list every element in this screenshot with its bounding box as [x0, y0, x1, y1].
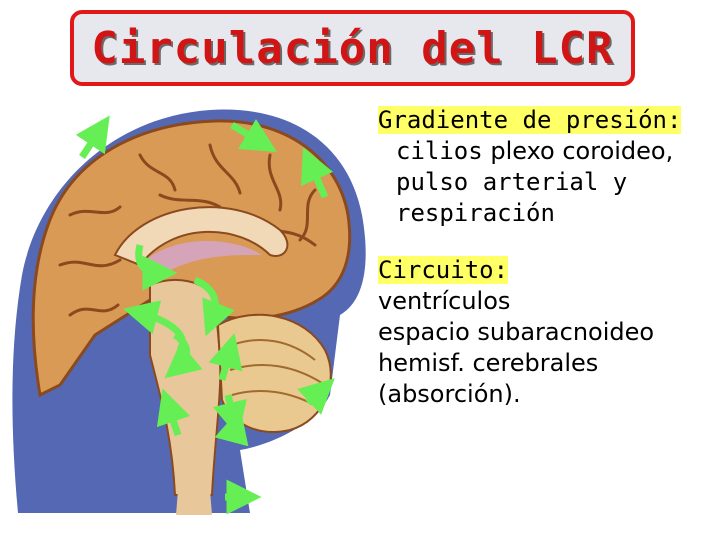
text-panel: Gradiente de presión: cilios plexo coroi… — [378, 105, 718, 410]
circuit-item: espacio subaracnoideo — [378, 317, 718, 348]
circuit-label: Circuito: — [378, 256, 508, 284]
gradient-cilios: cilios — [396, 137, 483, 165]
brain-sagittal-illustration — [0, 95, 370, 515]
gradient-label: Gradiente de presión: — [378, 106, 681, 134]
flow-arrow — [232, 425, 236, 440]
circuit-heading: Circuito: — [378, 255, 718, 286]
slide-title: Circulación del LCR — [91, 23, 613, 74]
title-banner: Circulación del LCR — [70, 10, 635, 86]
gradient-line-3: respiración — [378, 198, 718, 229]
gradient-line-2: pulso arterial y — [378, 167, 718, 198]
gradient-plexo: plexo coroideo, — [483, 137, 674, 165]
circuit-item: (absorción). — [378, 379, 718, 410]
gradient-line-1: cilios plexo coroideo, — [378, 136, 718, 167]
gradient-heading: Gradiente de presión: — [378, 105, 718, 136]
circuit-item: ventrículos — [378, 286, 718, 317]
circuit-section: Circuito: ventrículos espacio subaracnoi… — [378, 255, 718, 410]
circuit-item: hemisf. cerebrales — [378, 348, 718, 379]
spinal-cord — [176, 490, 212, 515]
